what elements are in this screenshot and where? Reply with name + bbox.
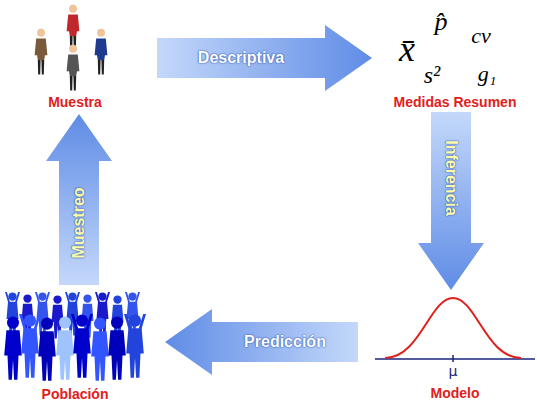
population-group: Población <box>2 287 150 403</box>
normal-curve <box>375 298 535 362</box>
edge-label: Inferencia <box>442 140 460 216</box>
sample-group: Muestra <box>15 2 135 112</box>
node-label: Medidas Resumen <box>394 94 517 110</box>
node-label: Modelo <box>431 385 480 401</box>
population-crowd <box>4 292 146 381</box>
block-arrow <box>46 114 112 285</box>
statistic-symbol: s² <box>424 62 441 90</box>
statistic-symbol: x̄ <box>399 29 415 70</box>
block-arrow <box>157 25 372 91</box>
edge-label: Predicción <box>244 333 326 351</box>
statistic-symbol: p̂ <box>435 7 448 37</box>
block-arrow <box>165 309 358 375</box>
model: μModelo <box>370 292 535 402</box>
block-arrow <box>418 112 484 290</box>
node-label: Población <box>42 386 109 402</box>
sample-people <box>35 5 108 91</box>
node-label: Muestra <box>48 94 102 110</box>
edge-label: Descriptiva <box>198 49 284 67</box>
mean-symbol: μ <box>449 363 458 379</box>
statistic-symbol: cv <box>471 23 491 48</box>
summary-measures: x̄ p̂ cv s² g₁ Medidas Resumen <box>380 2 530 112</box>
statistic-symbol: g₁ <box>478 61 497 86</box>
edge-label: Muestreo <box>70 187 88 258</box>
